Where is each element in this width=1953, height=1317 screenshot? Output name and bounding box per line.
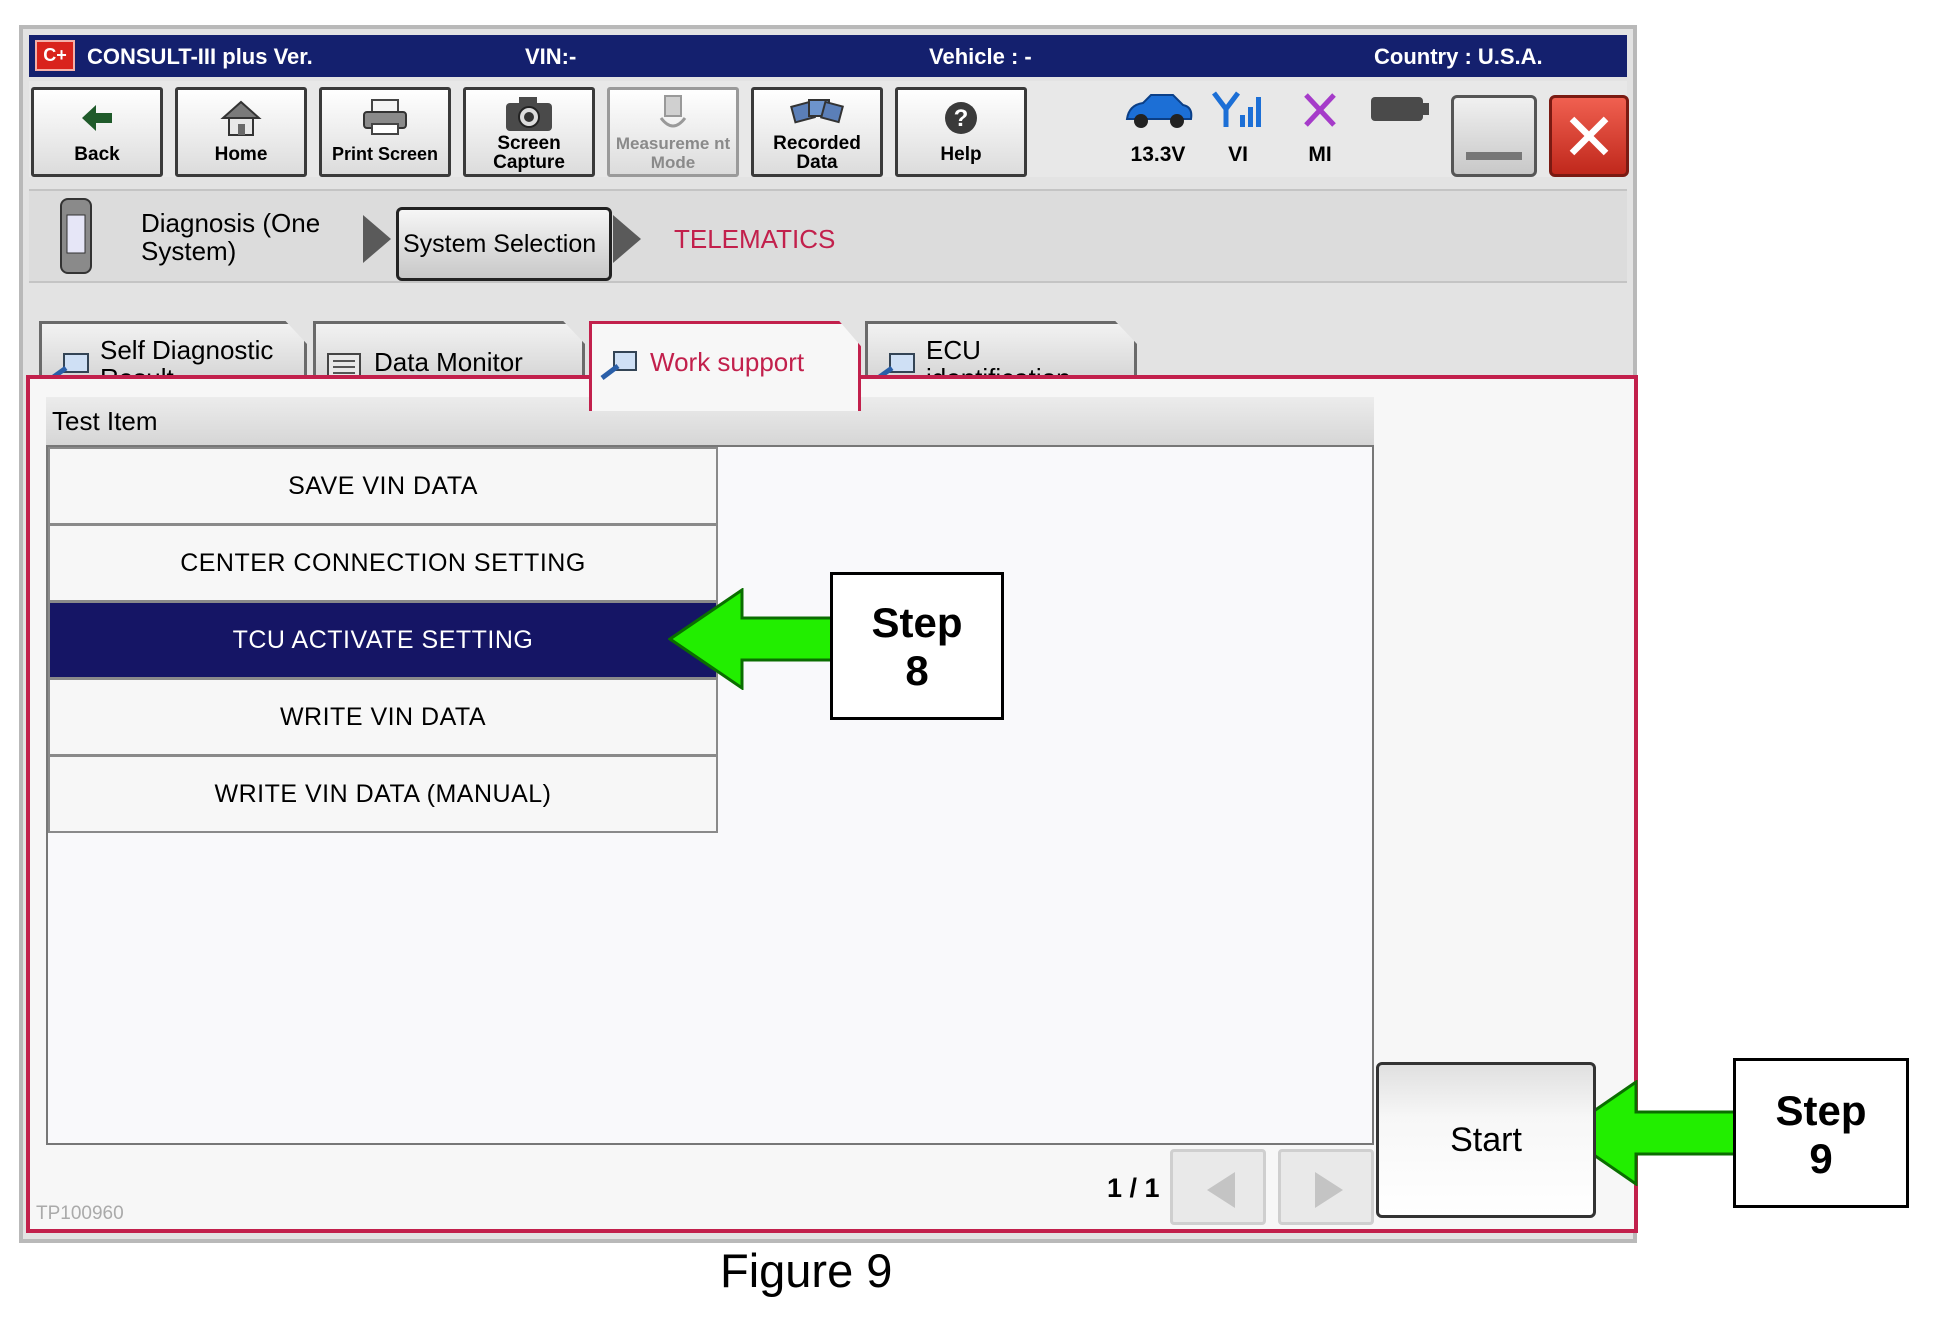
app-title: CONSULT-III plus Ver.	[87, 44, 313, 69]
data-monitor-icon	[327, 353, 361, 379]
test-item-list: SAVE VIN DATA CENTER CONNECTION SETTING …	[46, 445, 1374, 1145]
help-button[interactable]: ? Help	[895, 87, 1027, 177]
next-page-button[interactable]	[1278, 1149, 1374, 1225]
title-bar: C+ CONSULT-III plus Ver. VIN:- Vehicle :…	[29, 35, 1627, 77]
printer-icon	[363, 99, 407, 135]
work-support-icon	[600, 351, 637, 380]
close-button[interactable]: ✕	[1549, 95, 1629, 177]
consult-device-icon	[60, 198, 92, 274]
list-item[interactable]: SAVE VIN DATA	[48, 447, 718, 525]
home-label: Home	[214, 144, 268, 165]
camera-icon	[506, 97, 552, 131]
page-indicator: 1 / 1	[1107, 1173, 1160, 1203]
list-item[interactable]: WRITE VIN DATA	[48, 678, 718, 756]
step9-number: 9	[1809, 1135, 1833, 1182]
measurement-mode-label: Measureme nt Mode	[615, 134, 731, 172]
breadcrumb-system-selection[interactable]: System Selection	[396, 207, 612, 281]
close-icon: ✕	[1561, 100, 1617, 174]
country-label: Country : U.S.A.	[1374, 44, 1543, 69]
print-screen-button[interactable]: Print Screen	[319, 87, 451, 177]
step9-word: Step	[1775, 1087, 1867, 1134]
back-arrow-icon	[82, 105, 112, 131]
breadcrumb: Diagnosis (One System) System Selection …	[29, 189, 1627, 283]
svg-text:?: ?	[954, 105, 969, 132]
step8-callout: Step 8	[830, 572, 1004, 720]
start-button[interactable]: Start	[1376, 1062, 1596, 1218]
car-icon	[1125, 94, 1193, 128]
toolbar: Back Home Print Screen Screen Capture Me…	[29, 81, 1629, 177]
vi-signal-icon	[1212, 91, 1261, 127]
mi-label: MI	[1308, 143, 1332, 166]
list-item[interactable]: CENTER CONNECTION SETTING	[48, 524, 718, 602]
step8-word: Step	[871, 599, 963, 646]
mi-status: MI	[1283, 89, 1357, 173]
consult-logo-icon: C+	[35, 40, 75, 71]
battery-status	[1363, 89, 1437, 173]
back-button[interactable]: Back	[31, 87, 163, 177]
print-screen-label: Print Screen	[331, 144, 439, 164]
measurement-mode-button[interactable]: Measureme nt Mode	[607, 87, 739, 177]
tab-work-support[interactable]: Work support	[589, 321, 861, 411]
previous-page-button[interactable]	[1170, 1149, 1266, 1225]
home-button[interactable]: Home	[175, 87, 307, 177]
document-id: TP100960	[36, 1203, 124, 1224]
step8-number: 8	[905, 647, 929, 694]
vin-label: VIN:-	[525, 44, 577, 69]
vi-status: VI	[1201, 89, 1275, 173]
screen-capture-button[interactable]: Screen Capture	[463, 87, 595, 177]
help-icon: ?	[945, 102, 977, 134]
mi-disconnected-icon	[1304, 93, 1336, 127]
vehicle-label: Vehicle : -	[929, 44, 1032, 69]
step9-callout: Step 9	[1733, 1058, 1909, 1208]
list-item[interactable]: WRITE VIN DATA (MANUAL)	[48, 755, 718, 833]
recorded-data-icon	[790, 99, 844, 124]
screen-capture-label: Screen Capture	[493, 133, 565, 173]
back-label: Back	[74, 144, 120, 165]
breadcrumb-separator-icon	[613, 215, 641, 263]
vi-label: VI	[1228, 143, 1248, 166]
chevron-left-icon	[1207, 1172, 1235, 1208]
breadcrumb-telematics: TELEMATICS	[674, 224, 836, 254]
minimize-button[interactable]	[1451, 95, 1537, 177]
breadcrumb-separator-icon	[363, 215, 391, 263]
breadcrumb-diagnosis-one-system[interactable]: Diagnosis (One System)	[141, 208, 321, 266]
help-label: Help	[940, 144, 982, 165]
work-support-panel: Test Item SAVE VIN DATA CENTER CONNECTIO…	[26, 375, 1638, 1233]
recorded-data-button[interactable]: Recorded Data	[751, 87, 883, 177]
battery-icon	[1371, 97, 1429, 121]
battery-voltage-status: 13.3V	[1121, 89, 1195, 173]
list-item[interactable]: TCU ACTIVATE SETTING	[48, 601, 718, 679]
measurement-icon	[659, 95, 687, 128]
step8-arrow-icon	[668, 588, 838, 690]
tab-label: Work support	[650, 347, 805, 377]
chevron-right-icon	[1315, 1172, 1343, 1208]
recorded-data-label: Recorded Data	[773, 133, 861, 173]
voltage-value: 13.3V	[1130, 143, 1186, 166]
home-icon	[220, 100, 262, 136]
figure-caption: Figure 9	[720, 1244, 893, 1297]
tab-label: Data Monitor	[374, 347, 523, 377]
